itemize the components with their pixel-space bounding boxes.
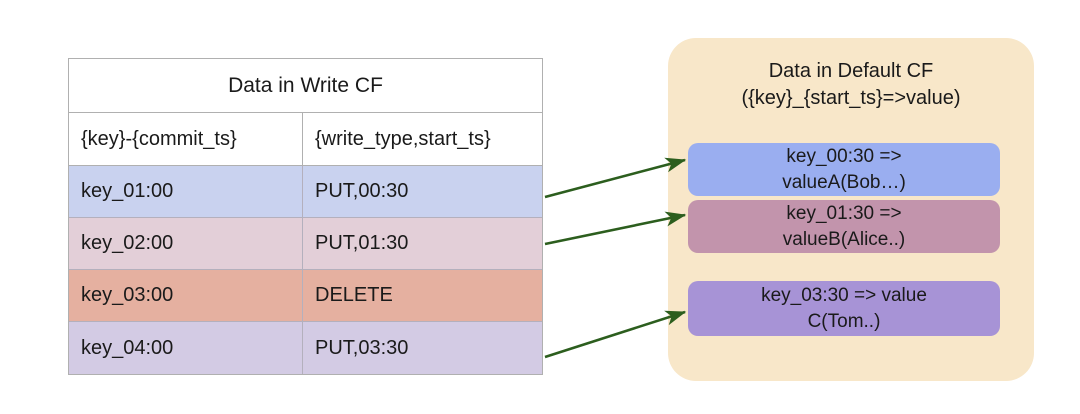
- cell-key: key_04:00: [69, 322, 303, 374]
- entry-line1: key_00:30 =>: [786, 145, 902, 167]
- column-header-write-type: {write_type,start_ts}: [315, 127, 491, 150]
- cell-key: key_02:00: [69, 218, 303, 269]
- entry-line2: C(Tom..): [807, 310, 881, 332]
- arrow-key01-to-key0030: [544, 157, 687, 199]
- default-cf-entry-box: key_00:30 => valueA(Bob…): [688, 143, 1000, 196]
- arrow-key04-to-key0330: [544, 310, 687, 359]
- table-row: key_03:00 DELETE: [69, 270, 542, 322]
- table-row: key_04:00 PUT,03:30: [69, 322, 542, 374]
- cell-key: key_03:00: [69, 270, 303, 321]
- default-cf-entry-box: key_03:30 => value C(Tom..): [688, 281, 1000, 336]
- default-cf-title-line1: Data in Default CF: [768, 60, 934, 82]
- cell-value: DELETE: [315, 284, 393, 306]
- cell-key: key_01:00: [69, 166, 303, 217]
- default-cf-panel-title: Data in Default CF ({key}_{start_ts}=>va…: [668, 58, 1034, 112]
- default-cf-title-line2: ({key}_{start_ts}=>value): [741, 87, 961, 109]
- cell-value: PUT,01:30: [315, 232, 409, 254]
- table-row: key_02:00 PUT,01:30: [69, 218, 542, 270]
- cell-value: PUT,00:30: [315, 180, 409, 202]
- table-row: key_01:00 PUT,00:30: [69, 166, 542, 218]
- entry-line1: key_01:30 =>: [786, 202, 902, 224]
- entry-line2: valueB(Alice..): [782, 228, 906, 250]
- column-header-key: {key}-{commit_ts}: [69, 113, 303, 165]
- entry-line1: key_03:30 => value: [761, 284, 927, 306]
- write-cf-table: Data in Write CF {key}-{commit_ts} {writ…: [68, 58, 543, 375]
- default-cf-entry-box: key_01:30 => valueB(Alice..): [688, 200, 1000, 253]
- entry-line2: valueA(Bob…): [782, 171, 906, 193]
- write-cf-table-title-row: Data in Write CF: [69, 59, 542, 113]
- cell-value: PUT,03:30: [315, 336, 409, 359]
- write-cf-table-title: Data in Write CF: [228, 73, 383, 97]
- arrow-key02-to-key0130: [544, 211, 687, 246]
- default-cf-panel: Data in Default CF ({key}_{start_ts}=>va…: [668, 38, 1034, 381]
- write-cf-column-header-row: {key}-{commit_ts} {write_type,start_ts}: [69, 113, 542, 166]
